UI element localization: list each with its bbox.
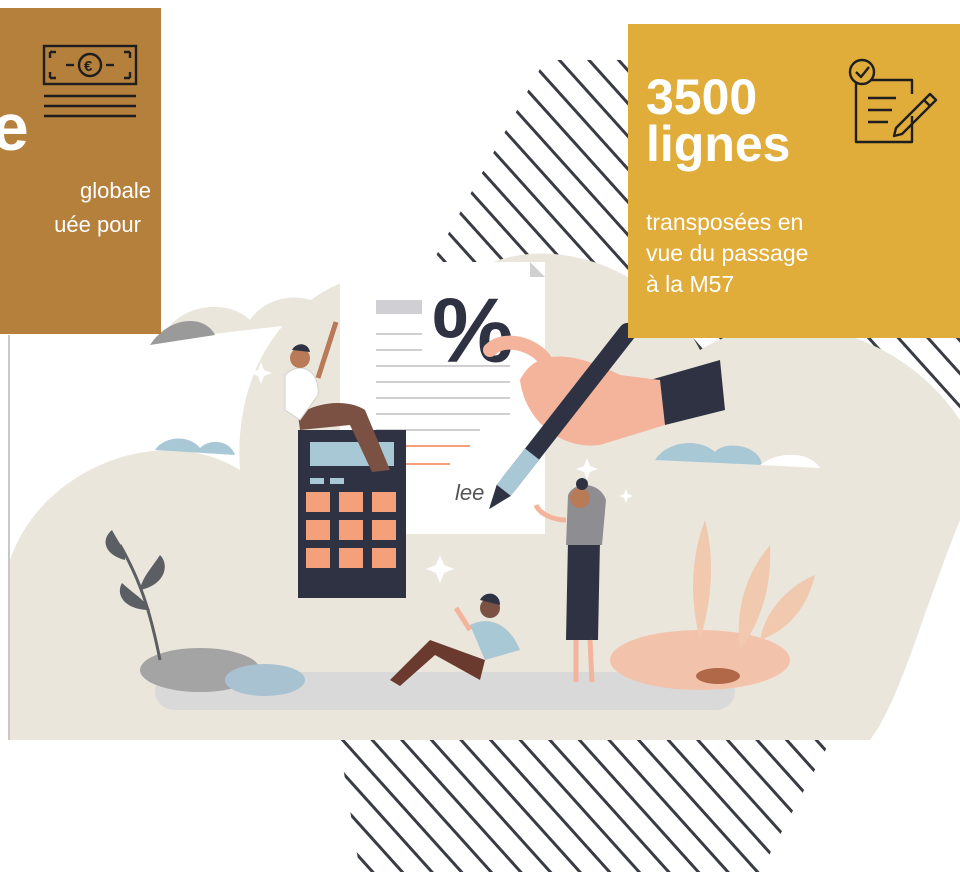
stat-description: transposées en vue du passage à la M57 (646, 207, 808, 300)
budget-card-left: e € globale uée pour (0, 8, 161, 334)
stat-description-line3: à la M57 (646, 271, 735, 297)
card-left-text-line1: globale (80, 178, 151, 203)
stat-description-line1: transposées en (646, 209, 804, 235)
document-checklist-pen-icon (848, 58, 938, 144)
svg-text:€: € (84, 58, 93, 75)
signature: lee (455, 480, 484, 505)
stat-card-right: 3500 lignes transposées en vue du passag… (628, 24, 960, 338)
euro-banknote-icon: € (42, 44, 138, 118)
stat-title: 3500 lignes (646, 69, 791, 172)
left-divider (8, 335, 10, 740)
card-left-big-glyph: e (0, 90, 29, 164)
stat-number: 3500 (646, 69, 758, 125)
card-left-text-line2: uée pour (54, 212, 141, 237)
percent-symbol: % (432, 280, 514, 382)
stat-unit: lignes (646, 116, 791, 172)
stat-description-line2: vue du passage (646, 240, 809, 266)
